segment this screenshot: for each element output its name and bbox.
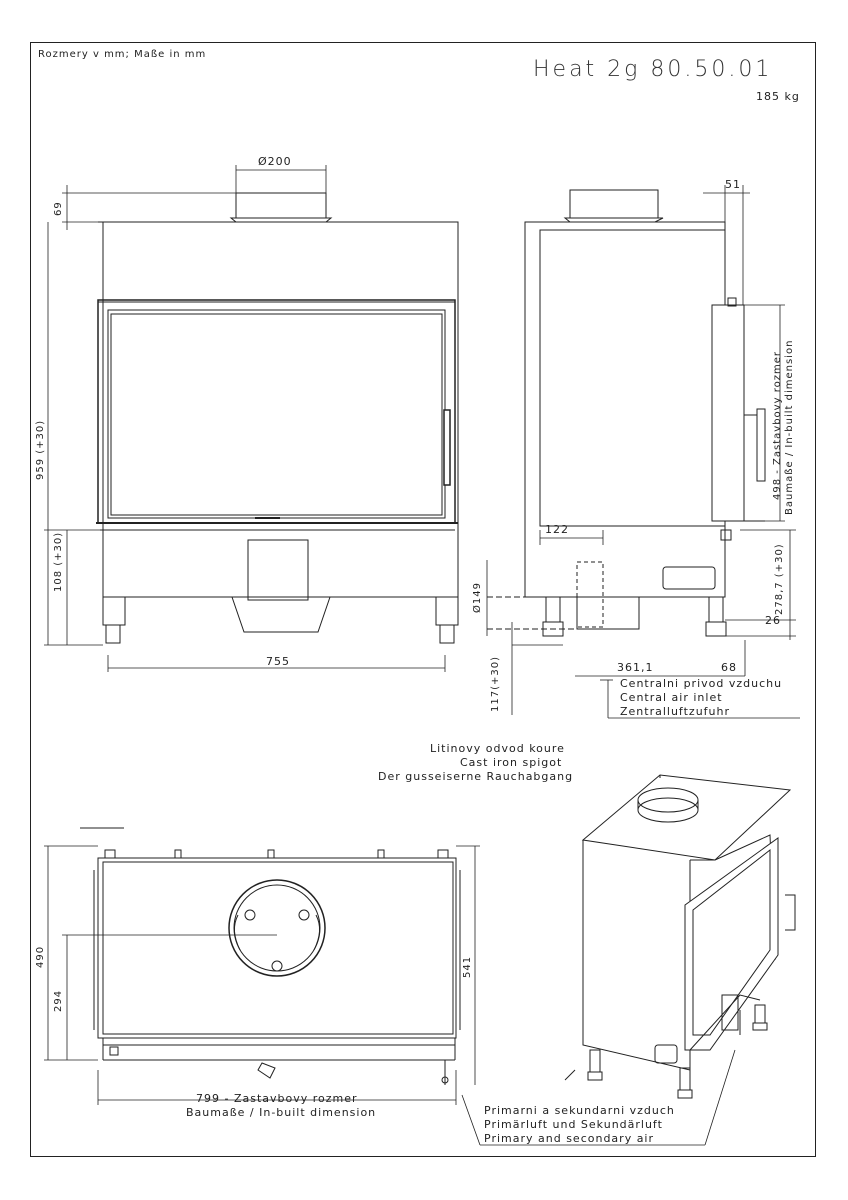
dim-278: 278,7 (+30): [774, 543, 785, 615]
top-dimensions: [44, 845, 736, 1146]
spigot-note-en: Cast iron spigot: [460, 756, 563, 769]
dim-51: 51: [725, 178, 741, 191]
air-note-en: Primary and secondary air: [484, 1132, 655, 1145]
dim-69: 69: [53, 201, 64, 216]
dim-959: 959 (+30): [35, 419, 46, 480]
air-inlet-cz: Centralni privod vzduchu: [620, 677, 783, 690]
front-dimensions: [44, 165, 446, 672]
side-view: [487, 189, 766, 637]
dim-26: 26: [765, 614, 781, 627]
dim-294: 294: [53, 989, 64, 1012]
drawing-frame: [30, 42, 816, 1157]
side-dimensions: [486, 185, 800, 719]
width-dim-line1: 799 - Zastavbovy rozmer: [196, 1092, 358, 1105]
air-note-de: Primärluft und Sekundärluft: [484, 1118, 663, 1131]
dim-490: 490: [35, 945, 46, 968]
install-dim-line1: 498 - Zastavbovy rozmer: [772, 351, 783, 500]
spigot-note-de: Der gusseiserne Rauchabgang: [378, 770, 574, 783]
model-title: Heat 2g 80.50.01: [533, 57, 773, 82]
isometric-view: [564, 774, 796, 1099]
air-inlet-en: Central air inlet: [620, 691, 723, 704]
dim-108: 108 (+30): [53, 531, 64, 592]
install-dim-line2: Baumaße / In-built dimension: [784, 339, 795, 515]
dim-361: 361,1: [617, 661, 654, 674]
front-view: [96, 192, 459, 644]
air-inlet-de: Zentralluftzufuhr: [620, 705, 731, 718]
dim-541: 541: [462, 955, 473, 978]
dim-122: 122: [545, 523, 569, 536]
dim-149: Ø149: [472, 582, 483, 613]
width-dim-line2: Baumaße / In-built dimension: [186, 1106, 377, 1119]
flue-diameter-label: Ø200: [258, 155, 292, 168]
spigot-note-cz: Litinovy odvod koure: [430, 742, 565, 755]
dim-117: 117(+30): [490, 656, 501, 712]
dim-68: 68: [721, 661, 737, 674]
units-note: Rozmery v mm; Maße in mm: [38, 49, 207, 60]
air-note-cz: Primarni a sekundarni vzduch: [484, 1104, 675, 1117]
dim-755: 755: [266, 655, 290, 668]
weight-label: 185 kg: [756, 90, 800, 103]
top-view: [80, 827, 461, 1085]
